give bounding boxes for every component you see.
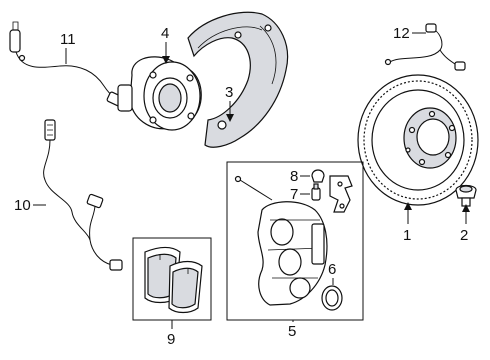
caliper-group-box: [226, 161, 364, 321]
splash-shield-icon: [187, 11, 289, 148]
svg-text:10: 10: [14, 197, 31, 214]
svg-text:11: 11: [60, 31, 76, 48]
callout-6: 6: [328, 261, 336, 285]
callout-5: 5: [288, 320, 296, 340]
svg-text:9: 9: [167, 331, 175, 348]
callout-8: 8: [290, 168, 310, 185]
callout-2: 2: [460, 204, 470, 244]
brake-pads-icon: [144, 246, 203, 314]
bleeder-screw-icon: [311, 183, 321, 201]
callout-10: 10: [14, 197, 46, 214]
sensor-wire-icon: [384, 23, 466, 71]
callout-7: 7: [290, 186, 310, 203]
svg-text:2: 2: [460, 227, 468, 244]
svg-text:7: 7: [290, 186, 298, 203]
wear-sensor-icon: [43, 119, 123, 271]
callout-11: 11: [60, 31, 76, 64]
callout-1: 1: [403, 202, 412, 244]
svg-text:12: 12: [393, 25, 410, 42]
brake-rotor-icon: [357, 74, 479, 206]
svg-text:3: 3: [225, 84, 233, 101]
svg-text:1: 1: [403, 227, 411, 244]
callout-3: 3: [225, 84, 234, 122]
callout-9: 9: [167, 320, 175, 348]
hub-bearing-icon: [117, 56, 202, 131]
svg-text:6: 6: [328, 261, 336, 278]
svg-text:8: 8: [290, 168, 298, 185]
callout-12: 12: [393, 25, 426, 42]
wheel-bolt-icon: [455, 184, 477, 207]
seal-ring-icon: [321, 285, 343, 311]
pad-clip-icon: [329, 175, 353, 213]
callout-4: 4: [161, 25, 170, 64]
caliper-icon: [234, 175, 328, 306]
svg-text:4: 4: [161, 25, 169, 42]
dust-cap-icon: [311, 169, 325, 183]
svg-text:5: 5: [288, 323, 296, 340]
